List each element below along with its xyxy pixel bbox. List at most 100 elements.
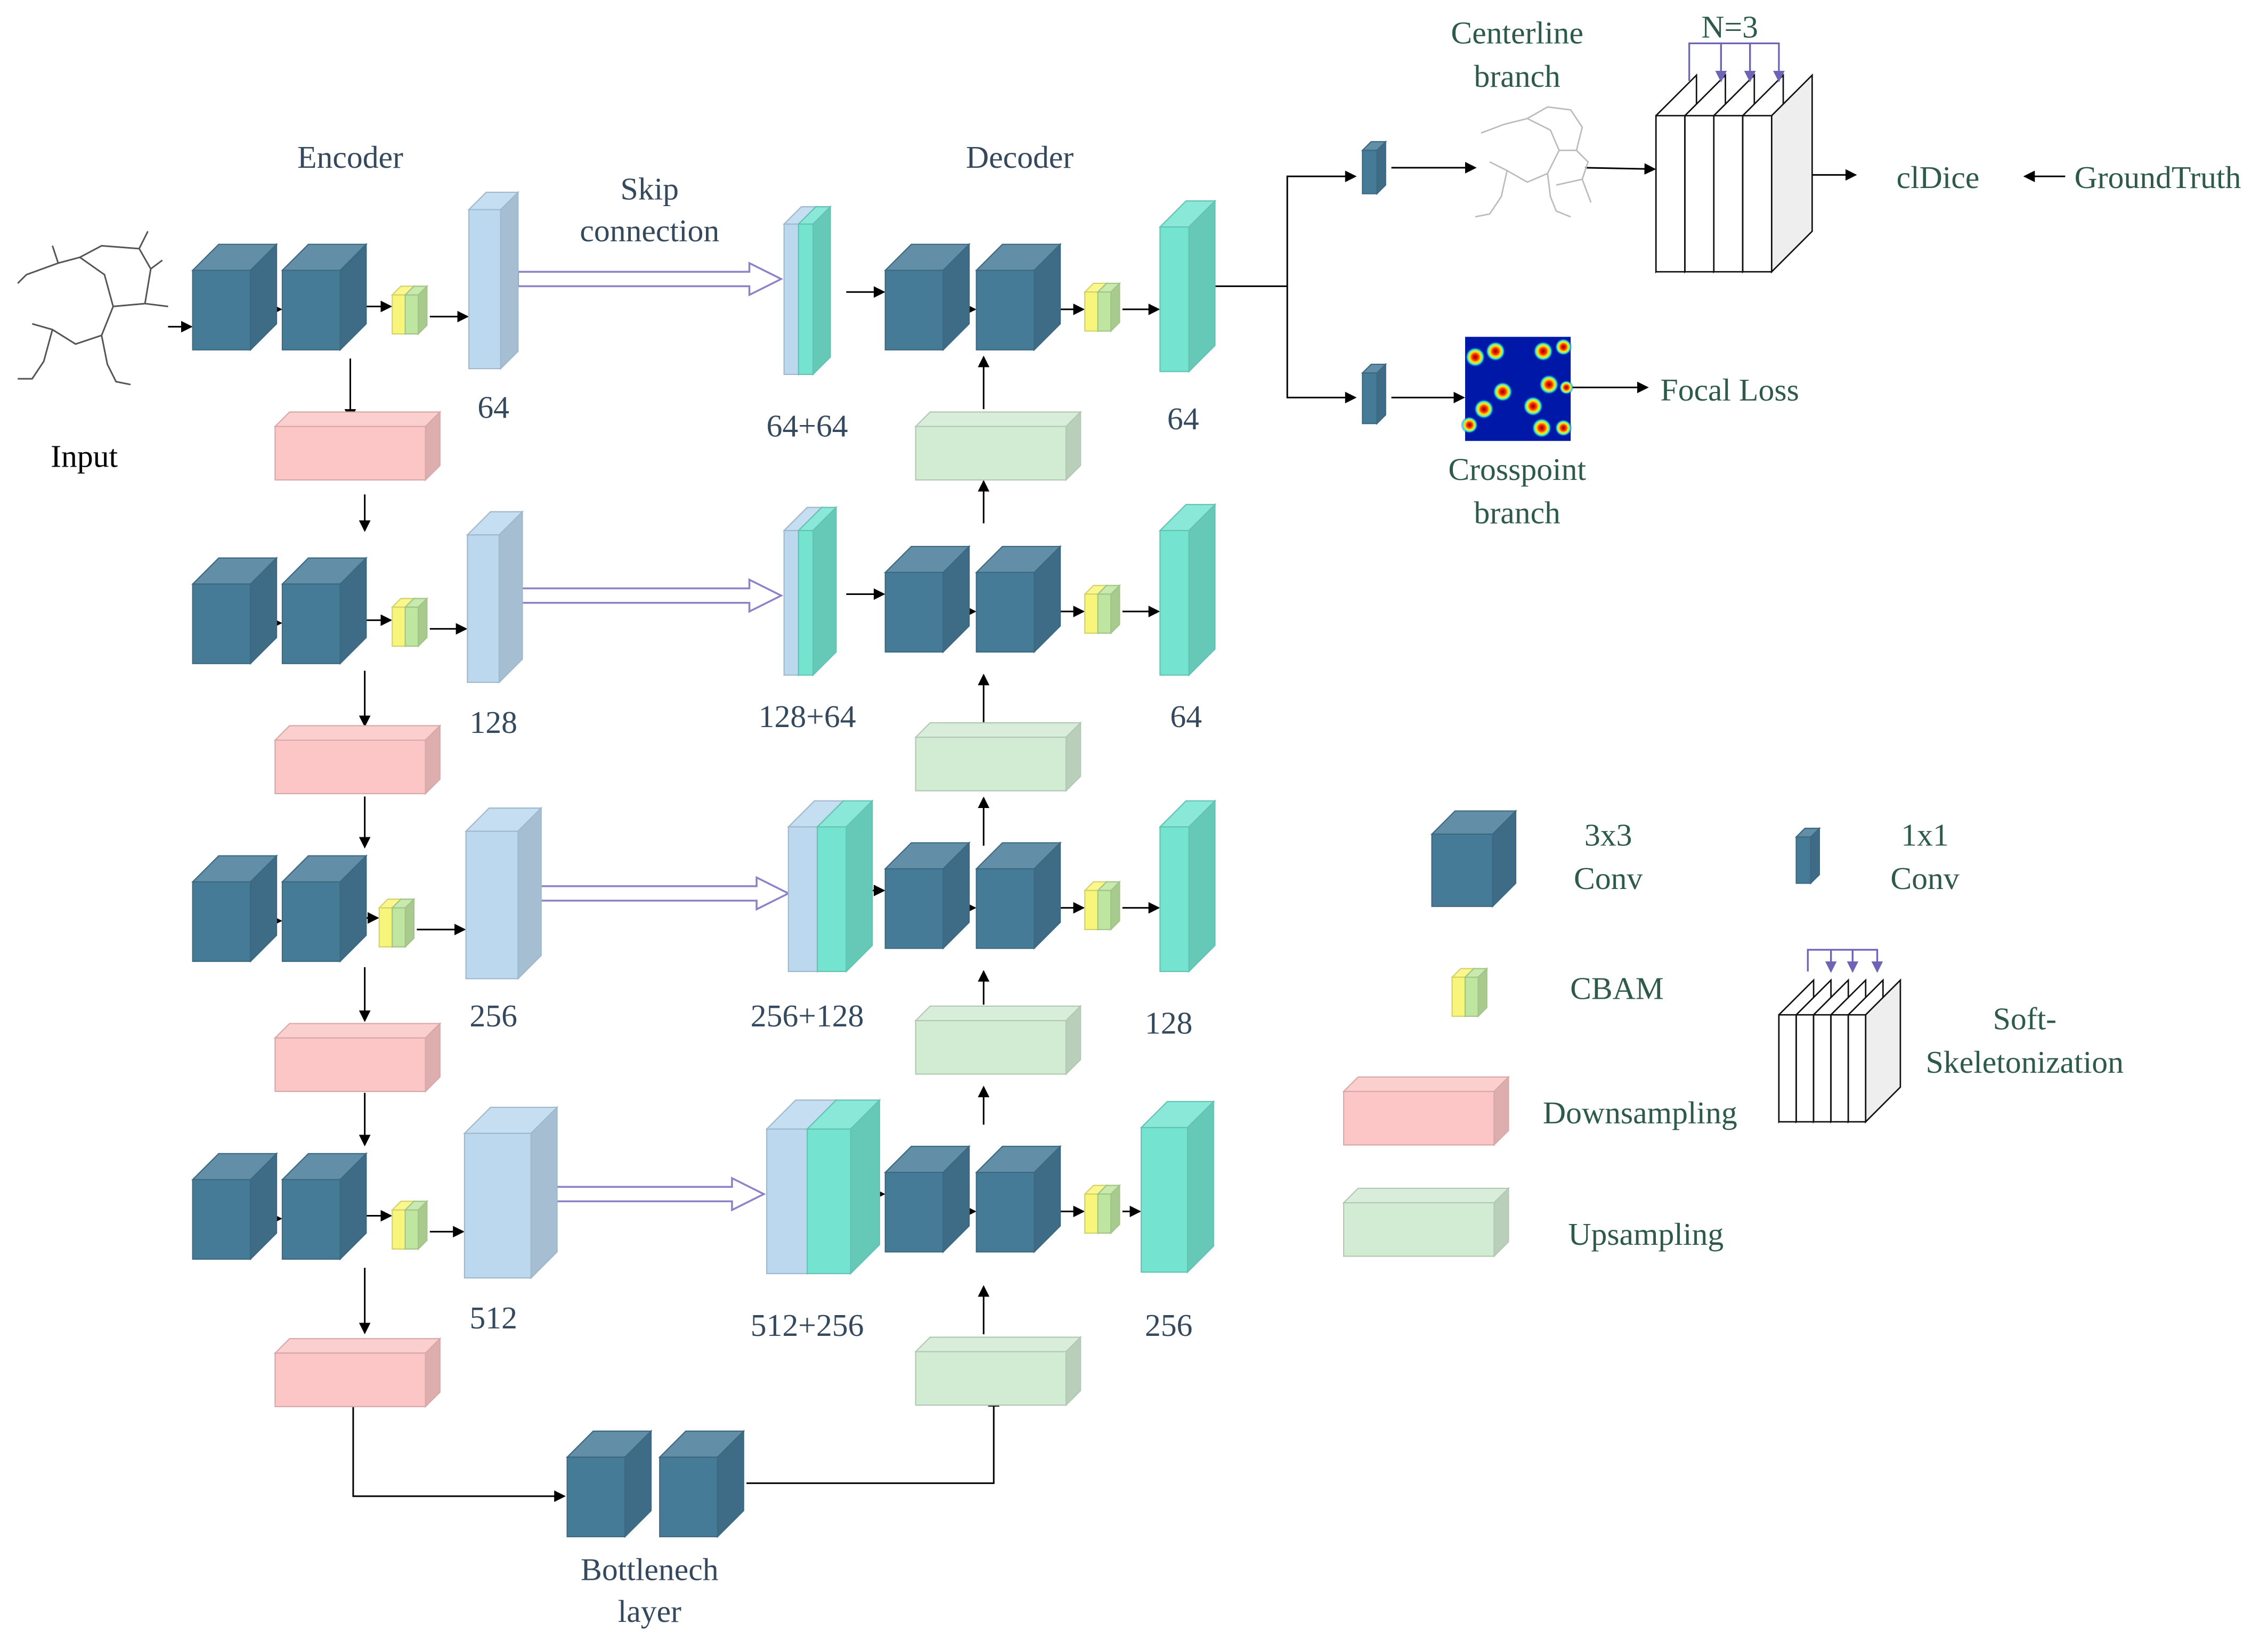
crosspoint-conv1x1 xyxy=(1361,363,1387,425)
decoder-out-3: 128 xyxy=(1145,1006,1193,1041)
encoder-feature-3 xyxy=(464,806,543,981)
decoder-concat-4: 512+256 xyxy=(751,1308,864,1343)
skip-arrow-1 xyxy=(517,262,784,297)
centerline-skeletonization-stack xyxy=(1655,42,1813,274)
n3-label: N=3 xyxy=(1701,10,1758,45)
skip-arrow-2 xyxy=(519,578,784,613)
groundtruth-label: GroundTruth xyxy=(2075,160,2241,195)
upsampling-block-2 xyxy=(914,721,1082,793)
encoder-conv-b-1 xyxy=(281,243,368,352)
encoder-cbam-4-green xyxy=(404,1200,428,1251)
encoder-conv-b-3 xyxy=(281,854,368,963)
encoder-cbam-3-green xyxy=(391,898,416,949)
crosspoint-heatmap-image xyxy=(1460,337,1574,441)
decoder-output-3 xyxy=(1158,799,1217,973)
legend-downsampling-icon xyxy=(1342,1075,1510,1147)
legend-upsampling: Upsampling xyxy=(1568,1217,1724,1252)
downsampling-block-2 xyxy=(273,724,442,795)
encoder-feature-4 xyxy=(463,1106,559,1279)
crosspoint-label-line1: Crosspoint xyxy=(1448,452,1586,487)
decoder-output-1 xyxy=(1158,199,1217,373)
encoder-cbam-2-green xyxy=(404,597,428,648)
downsampling-block-1 xyxy=(273,410,442,482)
legend-skel-line1: Soft- xyxy=(1993,1001,2056,1036)
decoder-conv-b-3 xyxy=(975,841,1062,950)
upsampling-block-3 xyxy=(914,1005,1082,1076)
legend-skel-line2: Skeletonization xyxy=(1926,1045,2124,1080)
legend-skeletonization-icon xyxy=(1778,949,1901,1124)
arrows-layer xyxy=(168,161,2066,1502)
decoder-cbam-4-green xyxy=(1096,1184,1121,1235)
skip-arrow-4 xyxy=(555,1177,766,1212)
decoder-conv-a-3 xyxy=(884,841,971,950)
legend-conv1-icon xyxy=(1794,827,1821,885)
input-graph-image xyxy=(17,231,168,386)
bottleneck-conv-b xyxy=(658,1430,745,1538)
skip-arrow-3 xyxy=(537,876,791,911)
encoder-channel-2: 128 xyxy=(469,705,517,740)
skip-label-line2: connection xyxy=(580,213,719,248)
encoder-cbam-1-green xyxy=(404,284,428,336)
decoder-concat-2: 128+64 xyxy=(759,699,856,734)
decoder-output-2 xyxy=(1158,503,1217,677)
decoder-concat-1: 64+64 xyxy=(767,409,848,444)
centerline-label-line2: branch xyxy=(1474,59,1561,94)
legend-conv1-line1: 1x1 xyxy=(1901,818,1949,853)
decoder-out-4: 256 xyxy=(1145,1308,1193,1343)
centerline-label-line1: Centerline xyxy=(1451,15,1583,50)
focal-loss-label: Focal Loss xyxy=(1661,372,1799,407)
decoder-conv-b-4 xyxy=(975,1145,1062,1253)
encoder-conv-a-4 xyxy=(191,1152,278,1261)
decoder-conv-a-4 xyxy=(884,1145,971,1253)
decoder-concat-up-3 xyxy=(816,799,874,973)
legend-upsampling-icon xyxy=(1342,1187,1510,1258)
decoder-concat-up-4 xyxy=(806,1098,881,1275)
text-labels: Encoder Decoder Skip connection Input 64… xyxy=(51,10,2241,1629)
encoder-conv-b-4 xyxy=(281,1152,368,1261)
upsampling-block-4 xyxy=(914,1335,1082,1407)
encoder-channel-4: 512 xyxy=(469,1300,517,1335)
decoder-out-2: 64 xyxy=(1170,699,1202,734)
encoder-conv-a-2 xyxy=(191,556,278,665)
decoder-cbam-3-green xyxy=(1096,880,1121,931)
centerline-graph-image xyxy=(1475,106,1592,218)
downsampling-block-4 xyxy=(273,1337,442,1408)
encoder-conv-a-1 xyxy=(191,243,278,352)
legend-cbam-icon-green xyxy=(1464,967,1489,1018)
encoder-channel-1: 64 xyxy=(477,389,509,425)
decoder-conv-a-2 xyxy=(884,545,971,654)
legend-cbam: CBAM xyxy=(1570,970,1664,1006)
bottleneck-in-arrow xyxy=(352,1405,566,1502)
encoder-feature-2 xyxy=(466,510,524,684)
encoder-conv-b-2 xyxy=(281,556,368,665)
bottleneck-label-line1: Bottlenech xyxy=(581,1552,719,1587)
decoder-concat-3: 256+128 xyxy=(751,998,864,1033)
cldice-label: clDice xyxy=(1897,160,1980,195)
legend-downsampling: Downsampling xyxy=(1543,1095,1737,1130)
decoder-title: Decoder xyxy=(966,140,1074,175)
centerline-graph-arrow xyxy=(1585,163,1656,175)
decoder-conv-a-1 xyxy=(884,243,971,352)
skip-label-line1: Skip xyxy=(621,172,679,207)
blocks-layer xyxy=(191,42,1901,1538)
bottleneck-label-line2: layer xyxy=(618,1594,681,1629)
encoder-conv-a-3 xyxy=(191,854,278,963)
bottleneck-out-arrow xyxy=(746,1395,1000,1484)
decoder-conv-b-2 xyxy=(975,545,1062,654)
branch-split-bottom xyxy=(1286,286,1357,404)
decoder-conv-b-1 xyxy=(975,243,1062,352)
decoder-out-1: 64 xyxy=(1167,401,1199,436)
branch-split-top xyxy=(1215,170,1357,287)
encoder-title: Encoder xyxy=(297,140,403,175)
centerline-conv1x1 xyxy=(1361,140,1387,195)
legend-conv3-icon xyxy=(1430,809,1517,908)
decoder-output-4 xyxy=(1140,1100,1215,1274)
decoder-concat-up-2 xyxy=(797,506,838,677)
legend-conv3-line1: 3x3 xyxy=(1584,818,1632,853)
encoder-channel-3: 256 xyxy=(469,998,517,1033)
decoder-concat-up-1 xyxy=(797,205,832,376)
bottleneck-conv-a xyxy=(565,1430,653,1538)
crosspoint-label-line2: branch xyxy=(1474,495,1561,530)
upsampling-block-1 xyxy=(914,410,1082,482)
